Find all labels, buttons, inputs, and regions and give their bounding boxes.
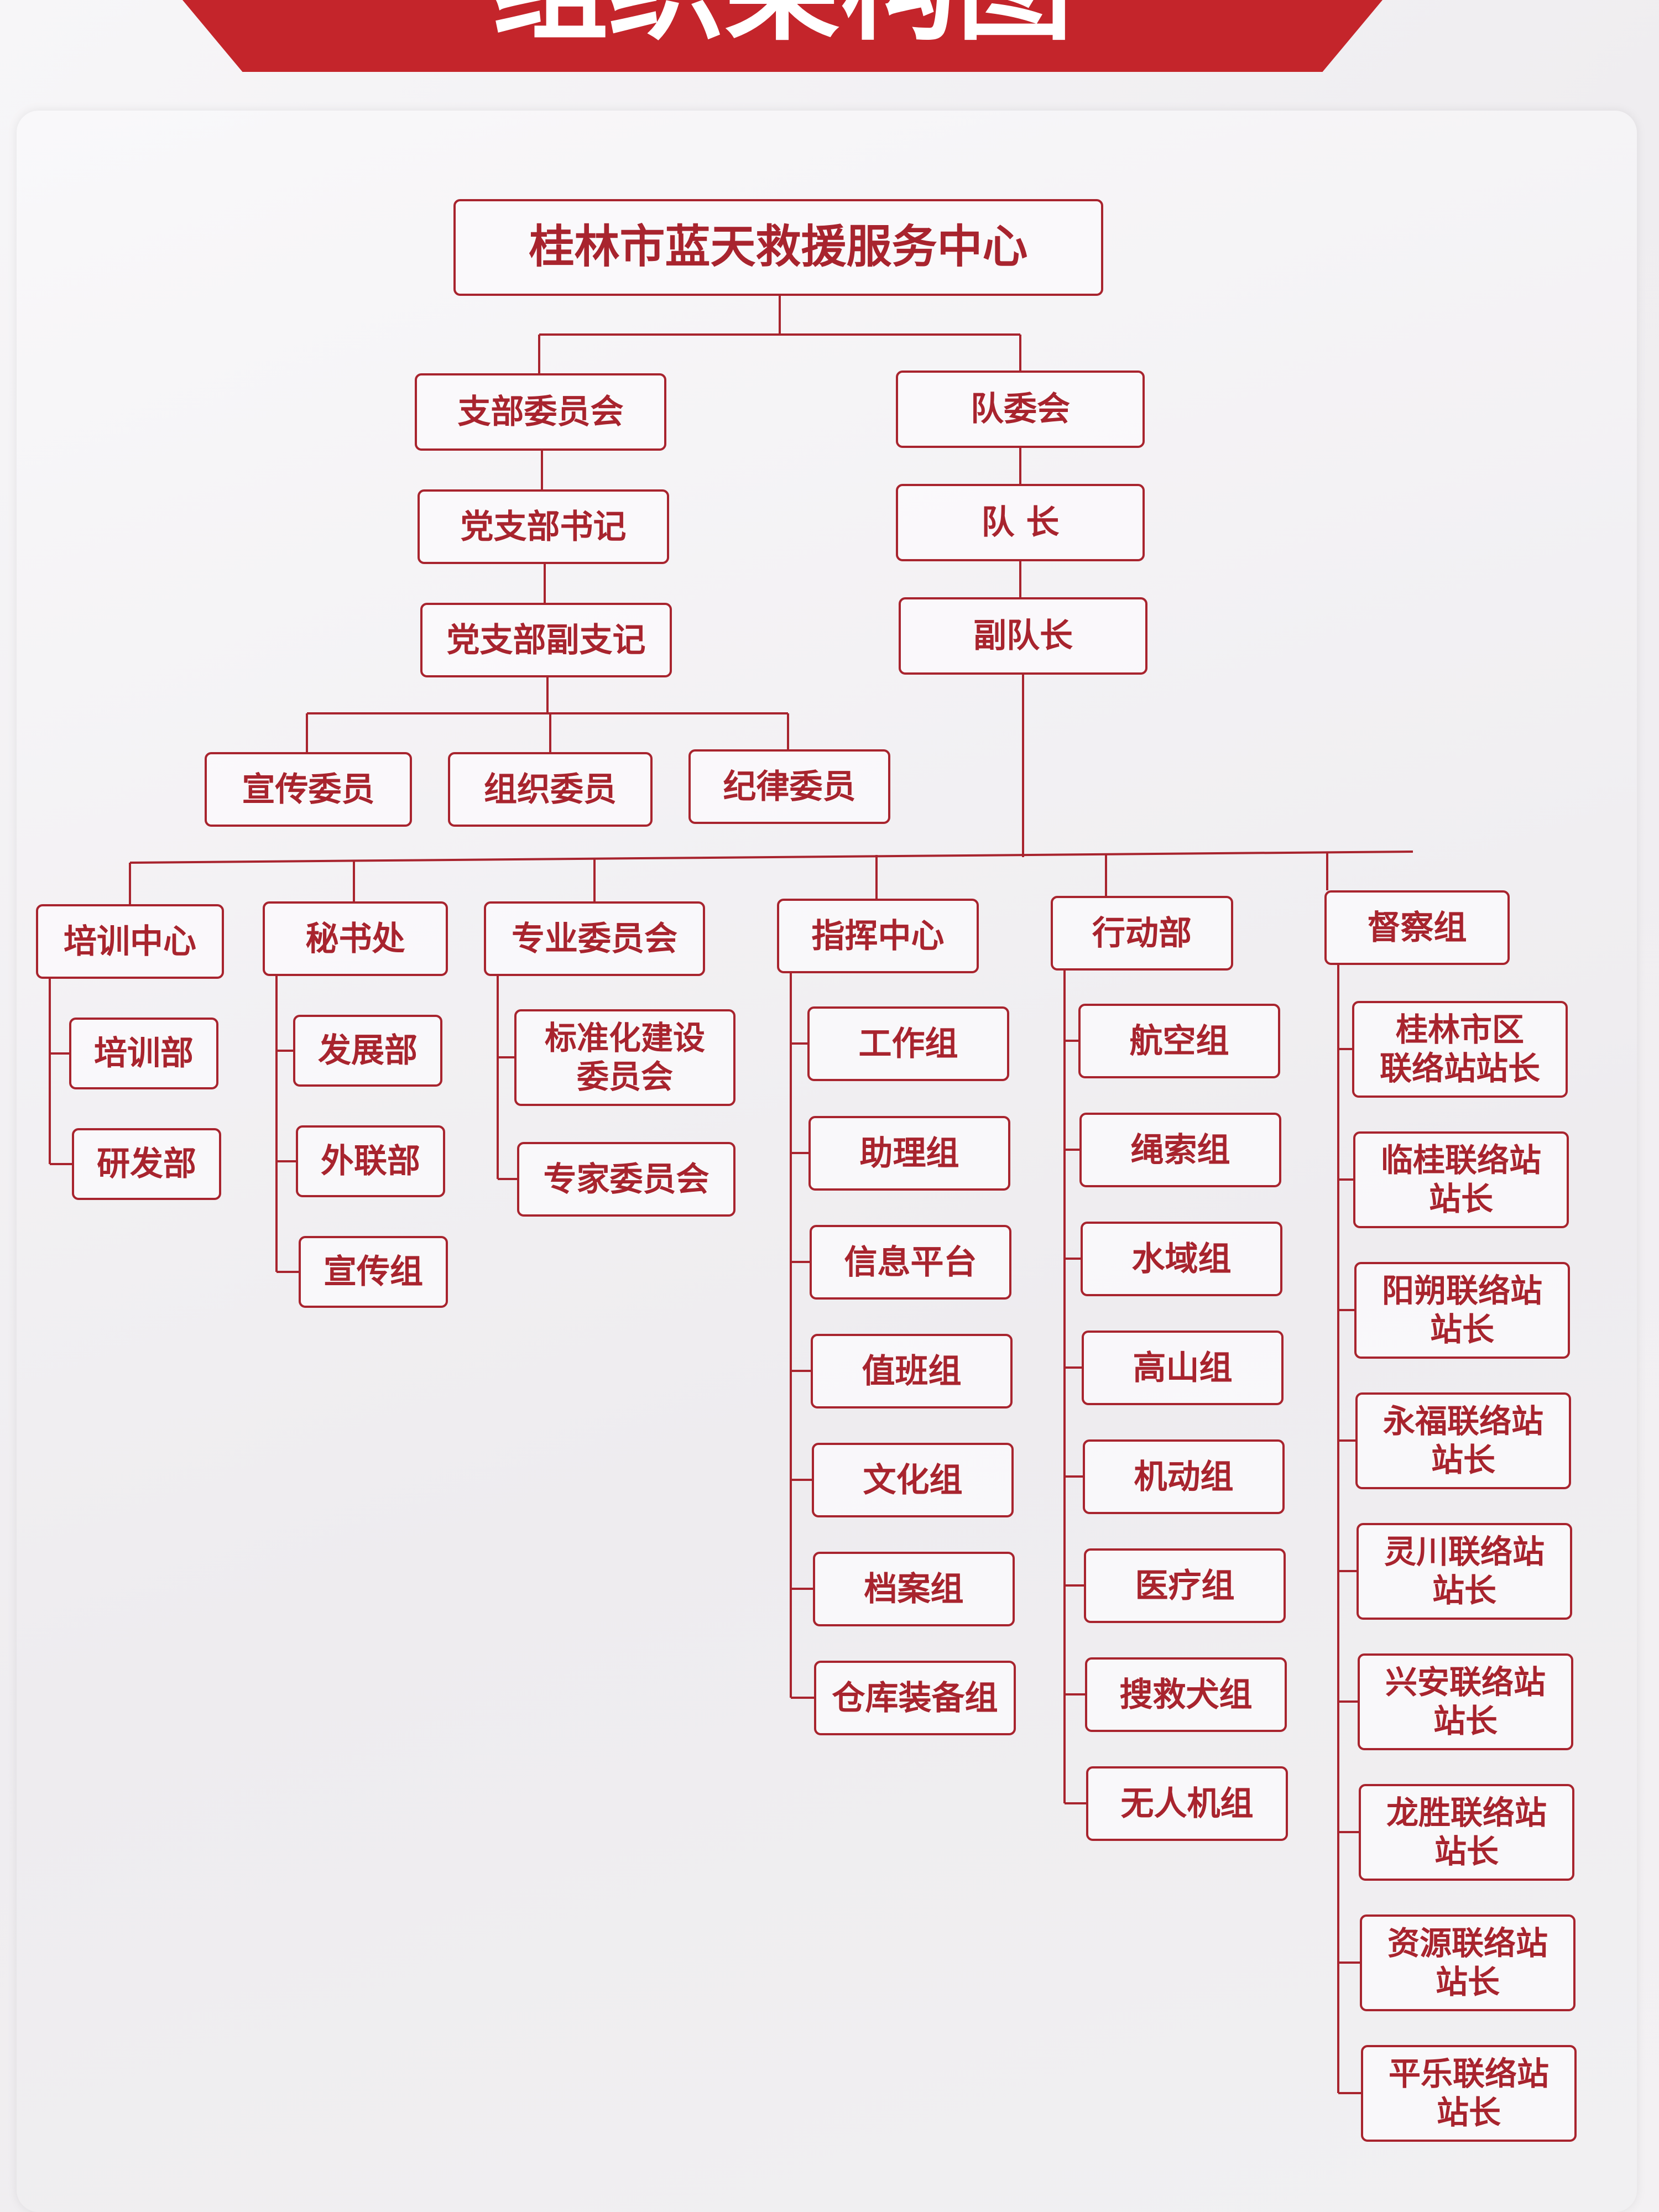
dept-secretariat: 秘书处 [263,901,448,976]
training-unit: 研发部 [72,1128,221,1200]
dept-inspection: 督察组 [1324,890,1510,965]
liaison-station: 资源联络站 站长 [1360,1914,1575,2011]
liaison-station: 临桂联络站 站长 [1353,1131,1569,1228]
committee-unit: 专家委员会 [517,1142,735,1217]
party-secretary: 党支部书记 [418,489,669,564]
secretariat-unit: 发展部 [293,1015,442,1087]
party-member: 宣传委员 [205,752,412,827]
dept-training-center: 培训中心 [36,904,224,979]
liaison-station: 龙胜联络站 站长 [1359,1784,1574,1881]
training-unit: 培训部 [69,1018,218,1089]
liaison-station: 阳朔联络站 站长 [1354,1262,1570,1359]
operations-unit: 医疗组 [1084,1548,1286,1623]
liaison-station: 平乐联络站 站长 [1361,2045,1577,2142]
org-root: 桂林市蓝天救援服务中心 [453,199,1103,296]
team-committee: 队委会 [896,371,1145,448]
command-unit: 工作组 [807,1006,1009,1081]
banner-title: 组织架构图 [182,0,1383,44]
command-unit: 值班组 [811,1334,1013,1408]
connector-line [129,851,1413,864]
secretariat-unit: 宣传组 [299,1236,448,1308]
party-deputy-secretary: 党支部副支记 [420,603,672,677]
operations-unit: 搜救犬组 [1085,1657,1287,1732]
operations-unit: 无人机组 [1086,1766,1288,1841]
party-committee: 支部委员会 [415,373,666,451]
command-unit: 仓库装备组 [814,1661,1016,1735]
command-unit: 助理组 [808,1116,1010,1191]
team-vice-captain: 副队长 [899,597,1147,675]
operations-unit: 航空组 [1078,1004,1280,1078]
liaison-station: 桂林市区 联络站站长 [1352,1001,1568,1098]
title-banner [182,0,1383,72]
command-unit: 档案组 [813,1552,1015,1626]
command-unit: 文化组 [812,1443,1014,1517]
operations-unit: 水域组 [1081,1222,1282,1296]
dept-professional-committee: 专业委员会 [484,901,705,976]
command-unit: 信息平台 [810,1225,1011,1300]
party-member: 纪律委员 [688,749,890,824]
committee-unit: 标准化建设 委员会 [514,1009,735,1106]
operations-unit: 绳索组 [1079,1113,1281,1187]
liaison-station: 灵川联络站 站长 [1357,1523,1572,1620]
party-member: 组织委员 [448,752,653,827]
liaison-station: 永福联络站 站长 [1355,1392,1571,1489]
dept-command-center: 指挥中心 [777,899,979,973]
secretariat-unit: 外联部 [296,1125,445,1197]
team-captain: 队 长 [896,484,1145,561]
operations-unit: 机动组 [1083,1439,1285,1514]
liaison-station: 兴安联络站 站长 [1358,1653,1573,1750]
operations-unit: 高山组 [1082,1331,1284,1405]
dept-operations: 行动部 [1051,896,1233,971]
